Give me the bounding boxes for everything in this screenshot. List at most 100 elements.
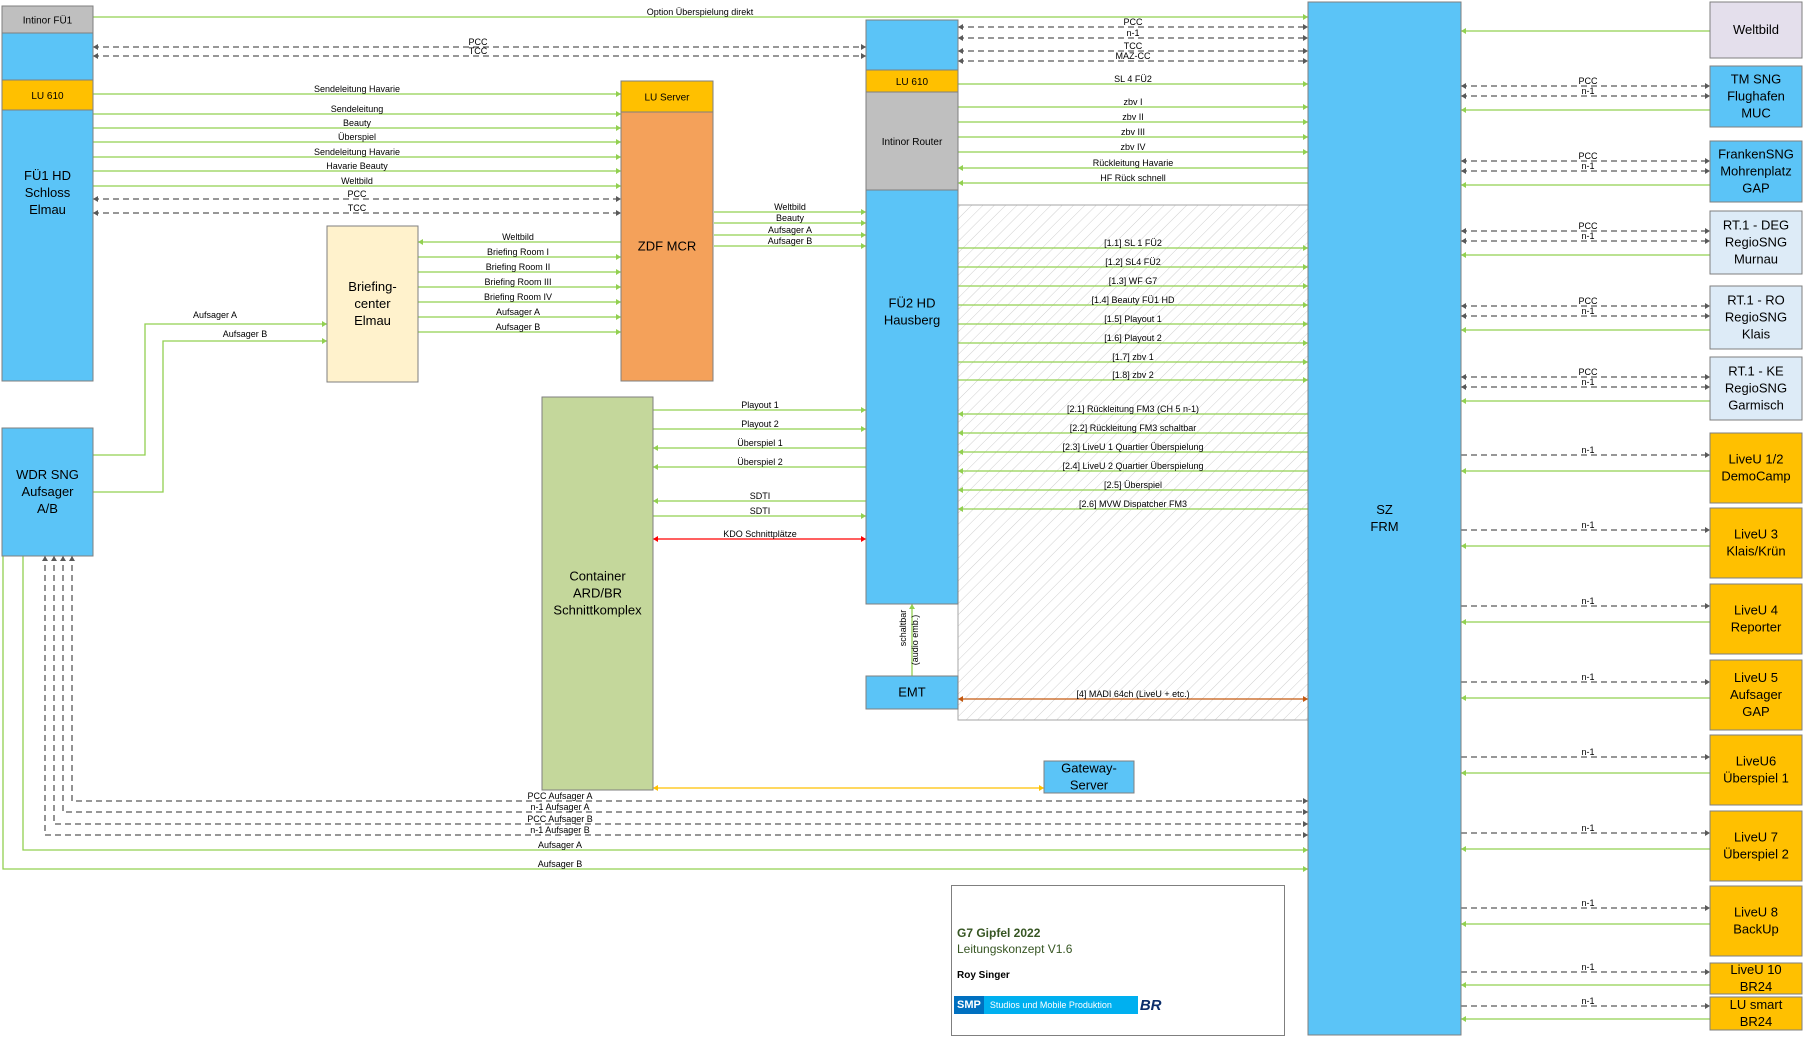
link-sz-fu2-in-3-label: [2.3] LiveU 1 Quartier Überspielung <box>1062 442 1203 452</box>
link-sz-right-5-pcc-arrow <box>1461 374 1466 380</box>
link-fu2-sz-pcc-label: PCC <box>1123 17 1143 27</box>
link-sz-right-7-n1-arrow <box>1705 527 1710 533</box>
intinor-fu1-box-rect <box>1 5 94 34</box>
link-briefing-mcr-3-arrow <box>616 284 621 290</box>
link-fu1-fu2-pcc-arrow <box>93 44 98 50</box>
link-fu2-sz-pcc <box>958 24 1308 30</box>
right-box-2-label: GAP <box>1742 181 1769 196</box>
sz-frm-box-rect <box>1307 1 1462 1036</box>
link-fu2-sz-mazcc-arrow <box>1303 58 1308 64</box>
link-fu1-mcr-pcc <box>93 196 621 202</box>
link-fu2-sz-out-2-label: [1.2] SL4 FÜ2 <box>1105 257 1161 267</box>
link-fu1-mcr-6-arrow <box>616 168 621 174</box>
link-sz-right-14-video <box>1461 1016 1710 1022</box>
link-wdr-sz-1-arrow <box>1303 798 1308 804</box>
link-wdr-briefing-a-label: Aufsager A <box>193 310 237 320</box>
gateway-server-box-rect <box>1043 760 1135 794</box>
link-fu1-mcr-pcc-label: PCC <box>347 189 367 199</box>
fu2-hd-box-label: FÜ2 HD <box>889 296 936 311</box>
link-sz-fu2-in-6-label: [2.6] MVW Dispatcher FM3 <box>1079 499 1187 509</box>
link-sz-right-14-n1 <box>1461 1003 1710 1009</box>
link-wdr-sz-3-arrow-up <box>51 556 57 561</box>
emt-box-label: EMT <box>898 685 926 700</box>
link-wdr-sz-6-line <box>2 555 1308 870</box>
link-fu1-fu2-pcc <box>93 44 866 50</box>
link-briefing-mcr-5-label: Aufsager A <box>496 307 540 317</box>
link-sz-right-13-video-arrow <box>1461 982 1466 988</box>
link-fu2-sz-n1-arrow <box>958 35 963 41</box>
link-container-gateway-arrow <box>653 785 658 791</box>
link-sz-right-2-n1 <box>1461 168 1710 174</box>
right-box-6-rect <box>1709 432 1803 504</box>
link-mcr-briefing-weltbild-label: Weltbild <box>502 232 534 242</box>
link-sz-fu2-in-3 <box>958 449 1308 455</box>
lu610-fu2-box-label: LU 610 <box>896 77 929 88</box>
link-wdr-sz-5-line <box>22 555 1308 851</box>
legend-logo-box: G7 Gipfel 2022 Leitungskonzept V1.6 Roy … <box>951 885 1285 1036</box>
right-box-9-rect <box>1709 659 1803 731</box>
link-sz-right-3-n1 <box>1461 238 1710 244</box>
link-briefing-mcr-1-arrow <box>616 254 621 260</box>
right-box-14-label: LU smart <box>1730 997 1783 1012</box>
link-fu2-sz-out-5 <box>958 321 1308 327</box>
link-fu1-mcr-4-arrow <box>616 139 621 145</box>
link-wdr-sz-2-arrow-up <box>60 556 66 561</box>
link-sz-right-13-n1-label: n-1 <box>1581 962 1594 972</box>
link-fu2-sz-out-4 <box>958 302 1308 308</box>
smp-logo: SMP Studios und Mobile Produktion BR <box>954 996 1162 1014</box>
link-fu2-sz-pcc-arrow <box>1303 24 1308 30</box>
link-briefing-mcr-6-label: Aufsager B <box>496 322 541 332</box>
right-box-6-label: LiveU 1/2 <box>1729 452 1784 467</box>
link-fu2-container-ue2 <box>653 464 866 470</box>
link-sz-right-2-video <box>1461 182 1710 188</box>
link-sz-right-8-n1-arrow <box>1705 603 1710 609</box>
right-box-3-label: RT.1 - DEG <box>1723 218 1789 233</box>
link-fu1-mcr-7-arrow <box>616 183 621 189</box>
link-briefing-mcr-1 <box>418 254 621 260</box>
link-container-fu2-playout1-label: Playout 1 <box>741 400 779 410</box>
link-briefing-mcr-1-label: Briefing Room I <box>487 247 549 257</box>
right-box-4-label: RegioSNG <box>1725 310 1787 325</box>
link-container-fu2-playout2 <box>653 426 866 432</box>
link-fu2-sz-out-7-arrow <box>1303 359 1308 365</box>
link-sz-right-3-n1-arrow <box>1705 238 1710 244</box>
link-fu2-sz-out-8 <box>958 377 1308 383</box>
link-mcr-briefing-weltbild <box>418 239 621 245</box>
right-box-8-rect <box>1709 583 1803 655</box>
link-fu2-sz-top-4-arrow <box>1303 134 1308 140</box>
link-sz-right-9-n1-arrow <box>1705 679 1710 685</box>
link-sz-fu2-in-5-label: [2.5] Überspiel <box>1104 480 1162 490</box>
link-sz-fu2-in-6 <box>958 506 1308 512</box>
link-sz-right-5-n1-arrow <box>1705 384 1710 390</box>
link-briefing-mcr-6-arrow <box>616 329 621 335</box>
link-sz-right-7-video-arrow <box>1461 543 1466 549</box>
intinor-router-box-rect <box>865 91 959 191</box>
link-sz-right-11-n1-arrow <box>1705 830 1710 836</box>
link-fu2-sz-out-1 <box>958 245 1308 251</box>
link-sz-fu2-in-5-arrow <box>958 487 963 493</box>
right-box-9-label: GAP <box>1742 704 1769 719</box>
link-kdo-schnittplaetze-arrow <box>861 536 866 542</box>
link-sz-right-4-video <box>1461 327 1710 333</box>
link-sz-right-1-pcc-label: PCC <box>1578 76 1598 86</box>
right-box-2-label: Mohrenplatz <box>1720 164 1792 179</box>
weltbild-box: Weltbild <box>1709 1 1803 59</box>
container-box-rect <box>541 396 654 791</box>
schaltbar-label: schaltbar <box>898 610 908 647</box>
link-fu1-mcr-4 <box>93 139 621 145</box>
link-fu2-sz-out-8-arrow <box>1303 377 1308 383</box>
link-sz-right-2-video-arrow <box>1461 182 1466 188</box>
project-title: G7 Gipfel 2022 <box>957 926 1041 940</box>
link-fu2-sz-top-5-arrow <box>1303 149 1308 155</box>
link-emt-sz-madi-arrow <box>958 696 963 702</box>
intinor-router-box: Intinor Router <box>865 91 959 191</box>
right-box-4-label: RT.1 - RO <box>1727 293 1785 308</box>
link-sz-right-6-n1-arrow <box>1705 452 1710 458</box>
link-fu2-sz-out-3-arrow <box>1303 283 1308 289</box>
